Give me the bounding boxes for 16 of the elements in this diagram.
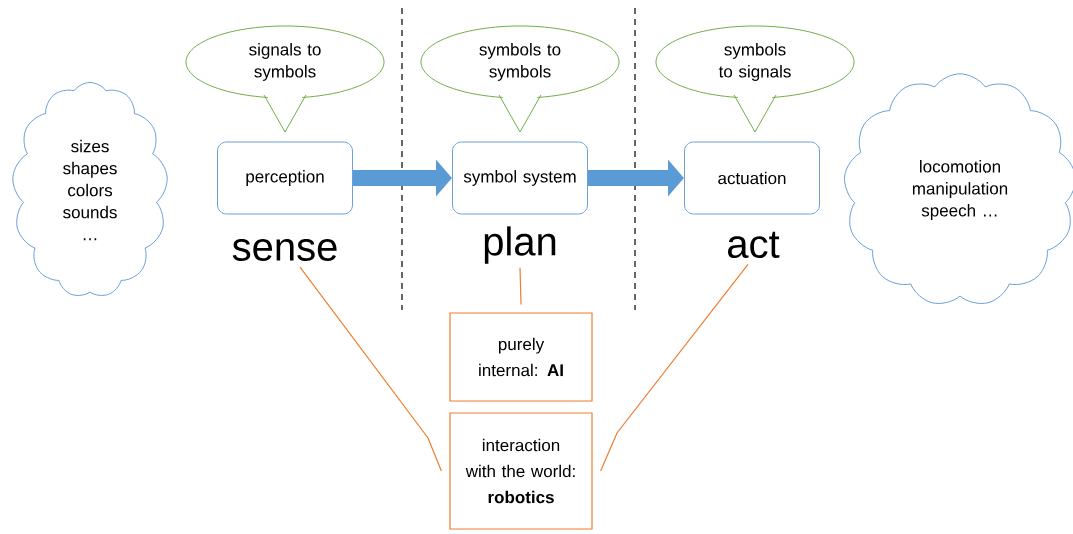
thought-cloud: sizes shapes colors sounds … (12, 82, 168, 296)
stage-label: plan (484, 226, 556, 264)
leader-line (519, 267, 522, 305)
speech-bubble: symbols to signals (655, 25, 855, 133)
process-box: perception (217, 141, 353, 215)
process-box: symbol system (452, 141, 588, 215)
process-box: actuation (684, 141, 820, 215)
speech-bubble: symbols to symbols (420, 25, 620, 133)
stage-label: act (728, 231, 780, 259)
thought-cloud: locomotion manipulation speech … (844, 73, 1073, 304)
category-box: purely internal: AI (449, 312, 593, 402)
category-box: interaction with the world: robotics (449, 412, 593, 530)
leader-line (600, 263, 749, 472)
stage-label: sense (232, 239, 337, 261)
leader-line (299, 266, 442, 472)
speech-bubble: signals to symbols (185, 25, 385, 133)
